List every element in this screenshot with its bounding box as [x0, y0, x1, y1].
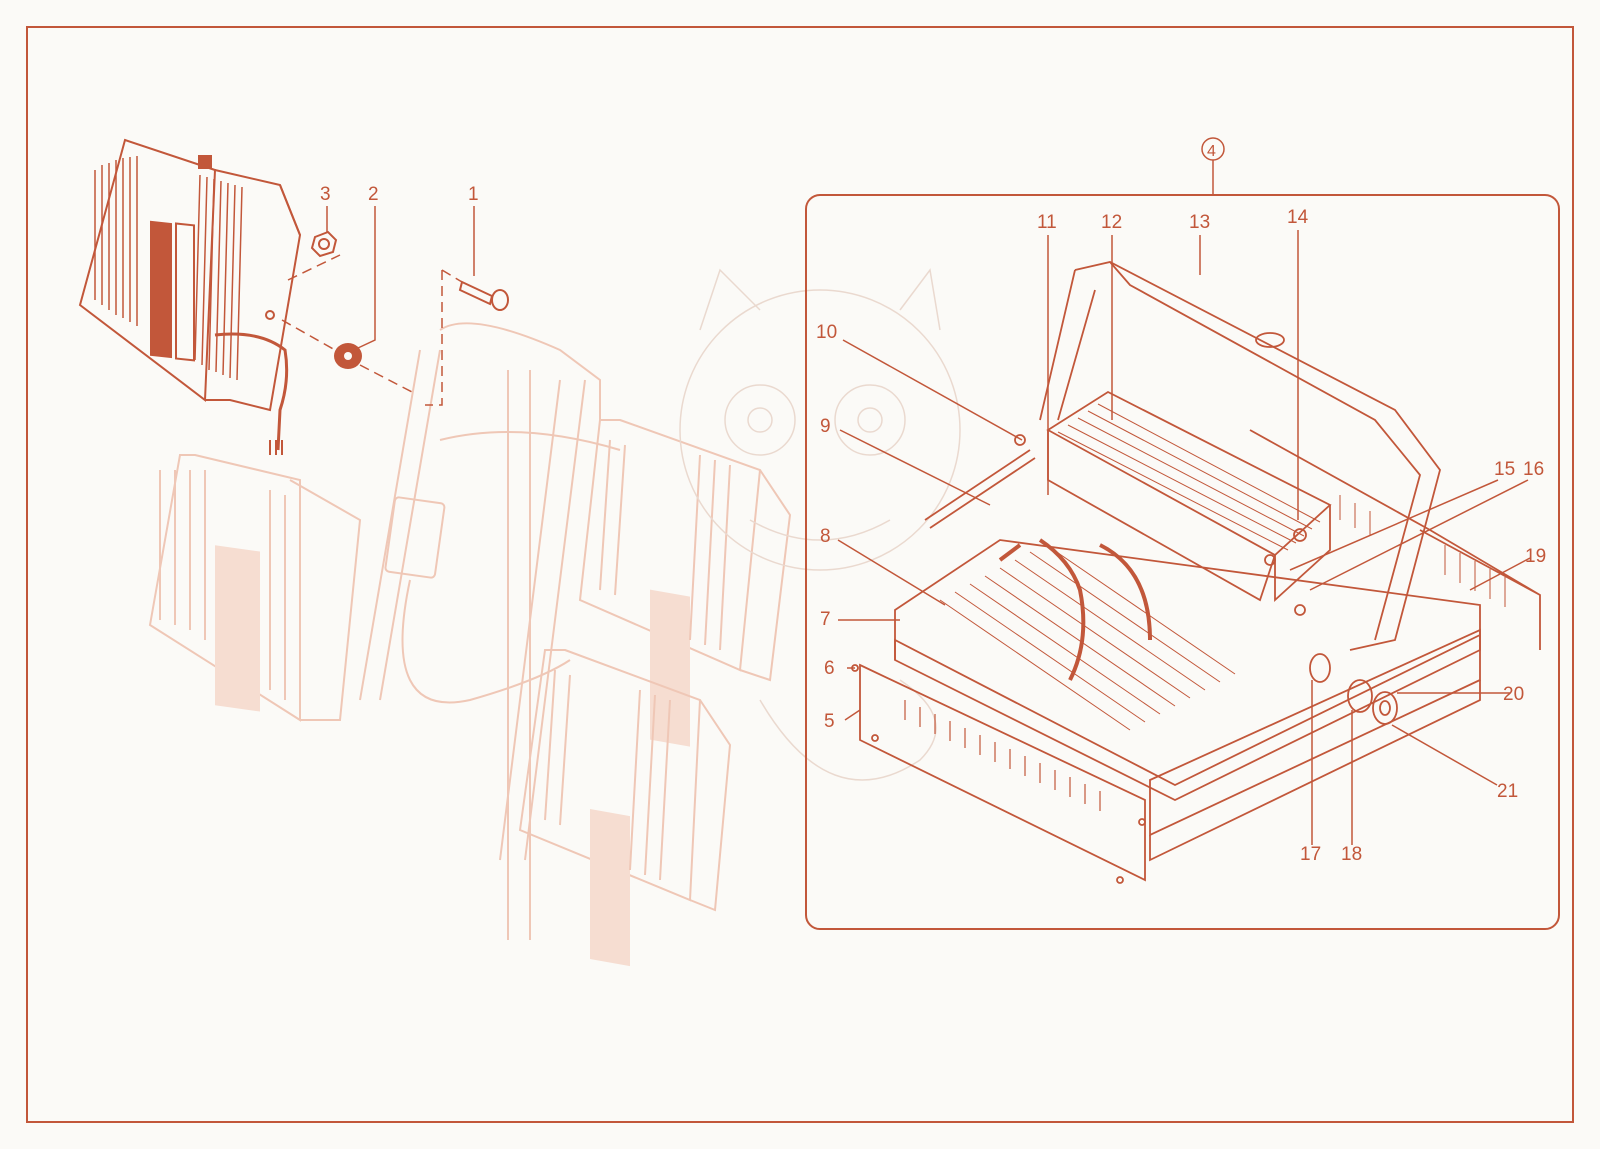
callout-11: 11 [1037, 212, 1057, 233]
callout-13: 13 [1189, 212, 1210, 233]
callout-5: 5 [824, 711, 835, 732]
callout-17: 17 [1300, 844, 1321, 865]
faded-lamp-right-bottom [518, 649, 732, 967]
callout-21: 21 [1497, 781, 1518, 802]
detail-panel-frame [805, 194, 1560, 930]
part-2-washer [334, 343, 362, 369]
watermark-mascot [679, 268, 961, 781]
callout-7: 7 [820, 609, 831, 630]
leaders-left [326, 206, 475, 349]
callout-8: 8 [820, 526, 831, 547]
callout-20: 20 [1503, 684, 1524, 705]
detail-drawing [851, 261, 1541, 884]
faded-mast-assembly [359, 322, 621, 940]
page-frame [26, 26, 1574, 1123]
callout-9: 9 [820, 416, 831, 437]
callout-19: 19 [1525, 546, 1546, 567]
leaders-detail [837, 230, 1531, 845]
callout-14: 14 [1287, 207, 1309, 228]
callout-10: 10 [816, 322, 837, 343]
assembly-axes [281, 254, 463, 406]
faded-lamp-right-top [578, 419, 792, 747]
faded-lamp-left [148, 454, 362, 722]
callout-12: 12 [1101, 212, 1122, 233]
callout-4: 4 [1207, 143, 1216, 160]
part-3-nut [310, 230, 338, 258]
callout-16: 16 [1523, 459, 1544, 480]
callout-1: 1 [468, 184, 479, 205]
callout-6: 6 [824, 658, 835, 679]
highlighted-lamp [78, 138, 302, 455]
callout-18: 18 [1341, 844, 1362, 865]
callout-15: 15 [1494, 459, 1515, 480]
callout-3: 3 [320, 184, 331, 205]
part-1-bolt [458, 280, 509, 311]
callout-2: 2 [368, 184, 379, 205]
